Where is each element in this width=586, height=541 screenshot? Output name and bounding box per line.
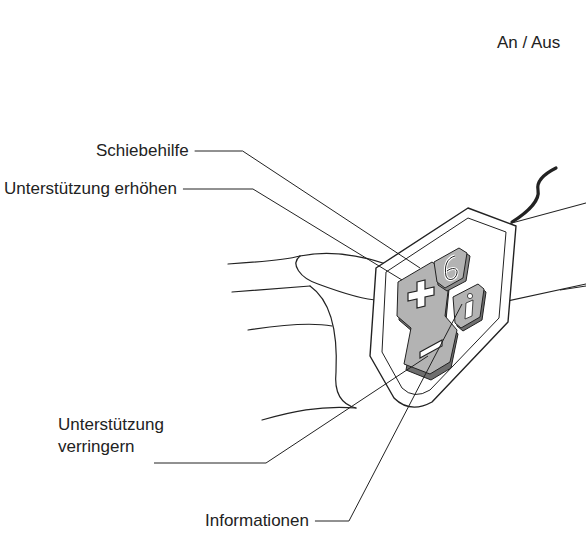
part-label: Unterstützung erhöhen xyxy=(4,178,177,200)
remote-housing xyxy=(370,208,516,407)
hand-outline xyxy=(310,286,356,408)
housing-inner-edge xyxy=(382,218,506,395)
plus-symbol xyxy=(408,280,434,308)
info-button xyxy=(453,284,484,328)
info-symbol xyxy=(465,300,473,319)
leader-line xyxy=(154,356,428,463)
handlebar-edge xyxy=(503,284,586,302)
leader-line xyxy=(560,286,586,290)
grip-line xyxy=(232,286,310,292)
cable xyxy=(512,168,556,222)
part-label: An / Aus xyxy=(497,32,560,54)
hand-outline xyxy=(262,407,356,420)
handlebar-edge xyxy=(508,203,586,224)
push-assist-button xyxy=(434,248,467,288)
leader-line xyxy=(195,151,420,268)
push-assist-symbol xyxy=(445,256,457,280)
grip-line xyxy=(228,256,300,264)
info-symbol xyxy=(467,293,472,298)
part-label: Schiebehilfe xyxy=(96,140,189,162)
part-label: Informationen xyxy=(205,510,309,532)
push-assist-symbol xyxy=(445,256,457,280)
hand-outline xyxy=(296,256,378,300)
leader-line xyxy=(183,189,402,280)
part-label: Unterstützung verringern xyxy=(58,414,176,458)
leader-line xyxy=(315,304,462,521)
grip-line xyxy=(248,324,332,330)
